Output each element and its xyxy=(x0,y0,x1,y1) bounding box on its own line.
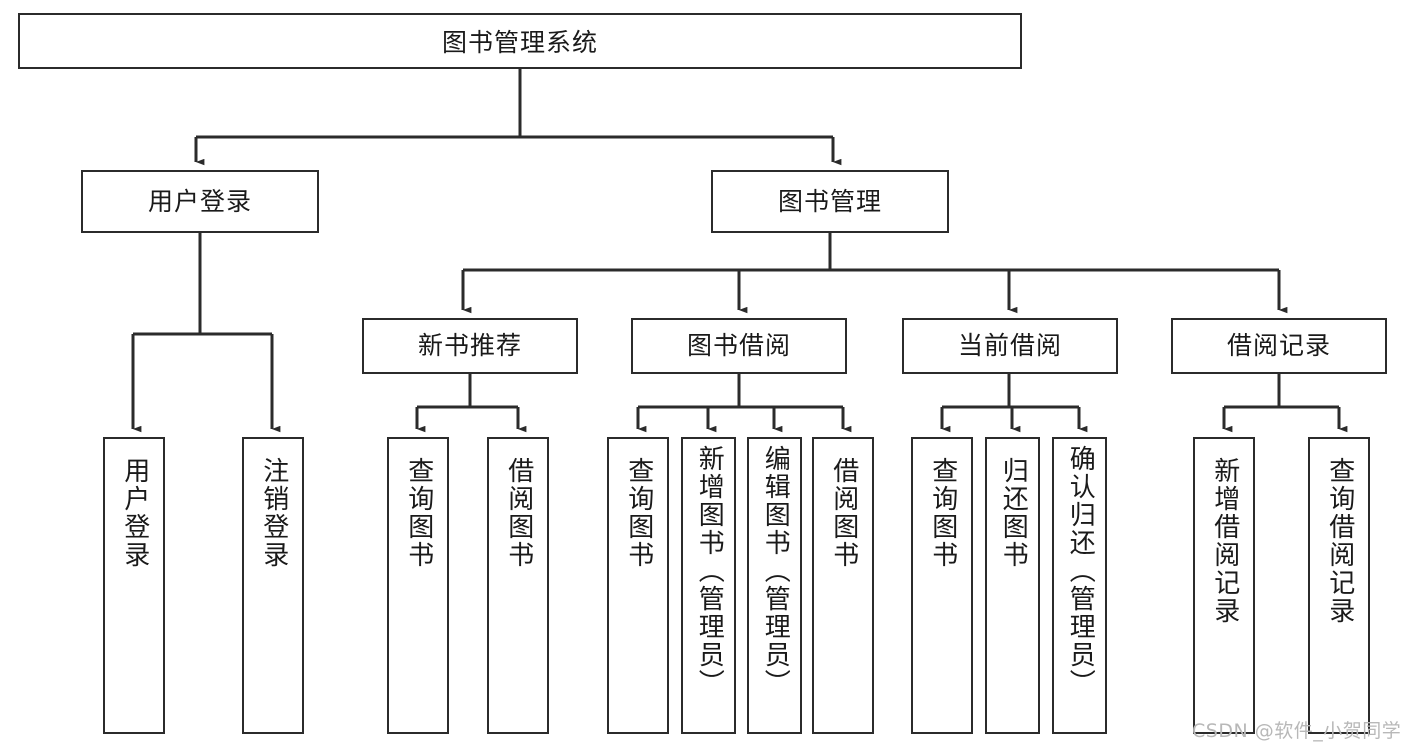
node-leaf-user-login[interactable]: 用户登录 xyxy=(103,437,165,734)
node-leaf-edit-book-admin[interactable]: 编辑图书（管理员） xyxy=(747,437,802,734)
node-leaf-query-book-2-label: 查询图书 xyxy=(623,457,654,569)
node-borrow-record[interactable]: 借阅记录 xyxy=(1171,318,1387,374)
node-leaf-borrow-book-2[interactable]: 借阅图书 xyxy=(812,437,874,734)
node-user-login[interactable]: 用户登录 xyxy=(81,170,319,233)
node-book-manage-label: 图书管理 xyxy=(777,186,882,216)
node-leaf-query-book-1-label: 查询图书 xyxy=(403,457,434,569)
node-leaf-query-book-1[interactable]: 查询图书 xyxy=(387,437,449,734)
node-user-login-label: 用户登录 xyxy=(147,186,252,216)
node-leaf-logout-login-label: 注销登录 xyxy=(258,457,289,569)
node-current-borrow-label: 当前借阅 xyxy=(957,331,1062,361)
node-leaf-add-book-admin-label: 新增图书（管理员） xyxy=(694,445,725,697)
node-leaf-borrow-book-1-label: 借阅图书 xyxy=(503,457,534,569)
node-leaf-return-book[interactable]: 归还图书 xyxy=(985,437,1040,734)
node-leaf-add-borrow-record-label: 新增借阅记录 xyxy=(1209,457,1240,625)
node-leaf-query-borrow-record[interactable]: 查询借阅记录 xyxy=(1308,437,1370,734)
node-leaf-borrow-book-2-label: 借阅图书 xyxy=(828,457,859,569)
node-book-manage[interactable]: 图书管理 xyxy=(711,170,949,233)
node-new-book-recommend-label: 新书推荐 xyxy=(417,331,522,361)
node-leaf-query-borrow-record-label: 查询借阅记录 xyxy=(1324,457,1355,625)
node-current-borrow[interactable]: 当前借阅 xyxy=(902,318,1118,374)
node-new-book-recommend[interactable]: 新书推荐 xyxy=(362,318,578,374)
node-book-borrow-label: 图书借阅 xyxy=(686,331,791,361)
node-leaf-return-book-label: 归还图书 xyxy=(998,457,1029,569)
node-leaf-query-book-3-label: 查询图书 xyxy=(927,457,958,569)
node-leaf-add-book-admin[interactable]: 新增图书（管理员） xyxy=(681,437,736,734)
csdn-watermark: CSDN @软件_小贺同学 xyxy=(1192,720,1402,742)
node-root-label: 图书管理系统 xyxy=(441,28,598,57)
node-borrow-record-label: 借阅记录 xyxy=(1226,331,1331,361)
node-leaf-borrow-book-1[interactable]: 借阅图书 xyxy=(487,437,549,734)
node-leaf-confirm-return-admin[interactable]: 确认归还（管理员） xyxy=(1052,437,1107,734)
node-leaf-query-book-2[interactable]: 查询图书 xyxy=(607,437,669,734)
node-leaf-query-book-3[interactable]: 查询图书 xyxy=(911,437,973,734)
node-leaf-logout-login[interactable]: 注销登录 xyxy=(242,437,304,734)
node-leaf-confirm-return-admin-label: 确认归还（管理员） xyxy=(1065,445,1096,697)
node-leaf-add-borrow-record[interactable]: 新增借阅记录 xyxy=(1193,437,1255,734)
node-book-borrow[interactable]: 图书借阅 xyxy=(631,318,847,374)
node-root-system[interactable]: 图书管理系统 xyxy=(18,13,1022,69)
node-leaf-user-login-label: 用户登录 xyxy=(119,457,150,569)
node-leaf-edit-book-admin-label: 编辑图书（管理员） xyxy=(760,445,791,697)
